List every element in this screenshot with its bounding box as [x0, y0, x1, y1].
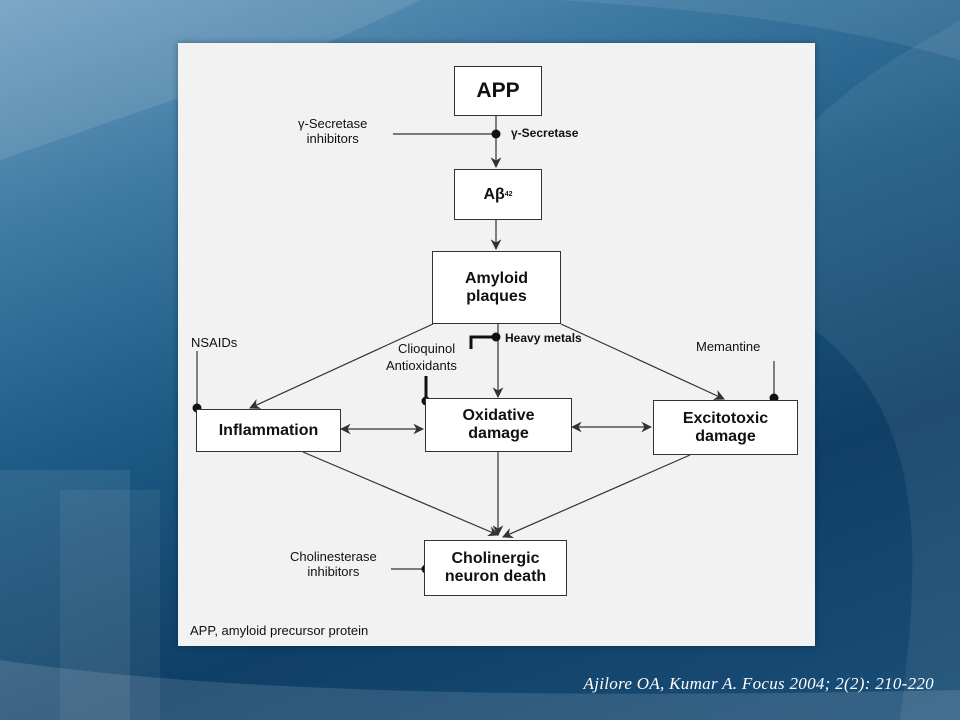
node-app: APP — [454, 66, 542, 116]
node-abeta-label: Aβ — [483, 185, 505, 203]
edge-excitotoxic-cholinergic — [502, 454, 691, 539]
node-cholinergic-line2: neuron death — [444, 568, 547, 585]
node-inflammation-label: Inflammation — [218, 421, 319, 439]
edge-amyloid-inflammation — [249, 323, 434, 409]
node-cholinergic-neuron-death: Cholinergic neuron death — [424, 540, 567, 596]
label-heavy-metals: Heavy metals — [505, 331, 582, 345]
node-excitotoxic-line1: Excitotoxic — [682, 409, 769, 427]
node-oxidative-damage: Oxidative damage — [425, 398, 572, 452]
node-excitotoxic-line2: damage — [695, 427, 756, 445]
inhibitor-dot-gamma — [491, 129, 501, 139]
label-clioquinol: Clioquinol — [398, 341, 456, 356]
heavy-metals-bracket — [469, 335, 496, 349]
label-gamma-secretase: γ-Secretase — [511, 126, 579, 140]
citation: Ajilore OA, Kumar A. Focus 2004; 2(2): 2… — [583, 674, 934, 693]
node-oxidative-line1: Oxidative — [462, 407, 535, 425]
node-amyloid-plaques: Amyloid plaques — [432, 251, 561, 324]
edge-inflammation-cholinergic — [302, 451, 499, 537]
label-cholinesterase-line2: inhibitors — [307, 563, 360, 579]
node-excitotoxic-damage: Excitotoxic damage — [653, 400, 798, 455]
node-inflammation: Inflammation — [196, 409, 341, 452]
inhibitor-dot-heavy-metals — [491, 332, 501, 342]
edge-amyloid-excitotoxic — [560, 323, 725, 400]
label-gamma-inhibitors-line2: inhibitors — [306, 130, 359, 146]
label-cholinesterase-line1: Cholinesterase — [290, 549, 377, 564]
label-gamma-inhibitors: γ-Secretase inhibitors — [298, 116, 368, 147]
node-oxidative-line2: damage — [468, 425, 529, 442]
label-memantine: Memantine — [696, 339, 761, 354]
node-amyloid-line2: plaques — [466, 287, 527, 305]
node-amyloid-line1: Amyloid — [464, 269, 529, 287]
label-nsaids: NSAIDs — [191, 335, 238, 350]
node-app-label: APP — [476, 79, 520, 103]
label-gamma-inhibitors-line1: γ-Secretase — [298, 116, 368, 131]
node-abeta-subscript: 42 — [504, 190, 513, 198]
diagram-edges — [192, 116, 779, 574]
label-cholinesterase-inhibitors: Cholinesterase inhibitors — [290, 549, 377, 580]
node-cholinergic-line1: Cholinergic — [451, 550, 540, 568]
label-antioxidants: Antioxidants — [386, 358, 457, 373]
diagram-caption: APP, amyloid precursor protein — [190, 623, 369, 638]
